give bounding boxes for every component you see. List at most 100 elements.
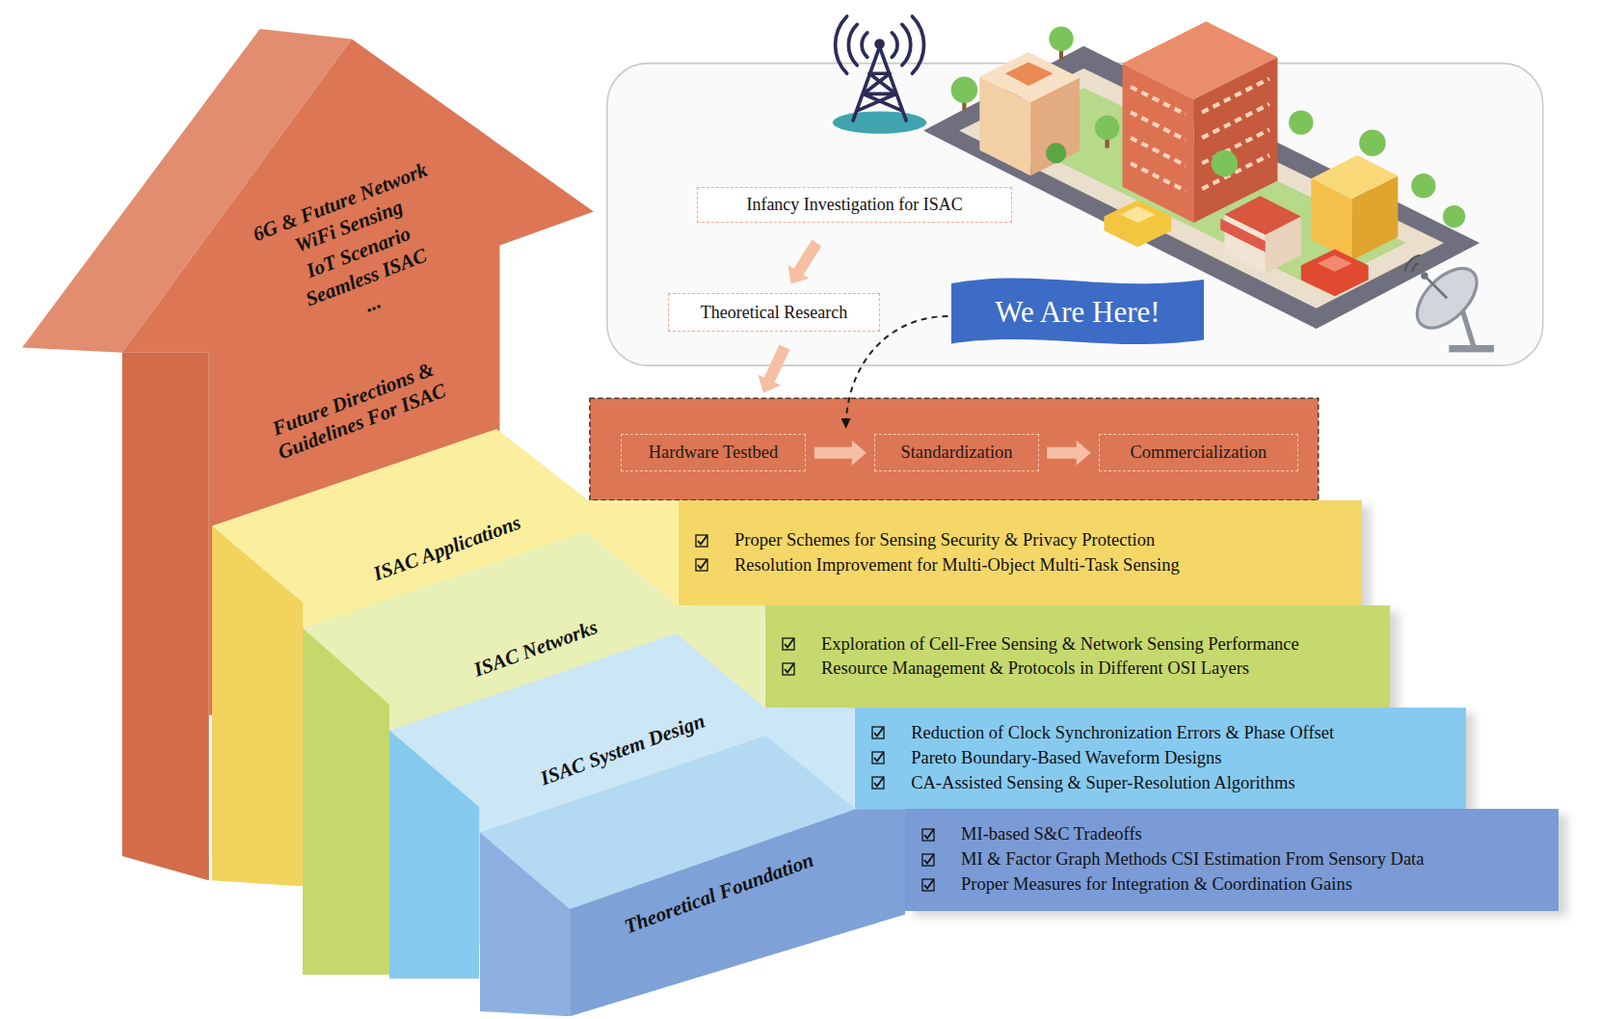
panel-item: CA-Assisted Sensing & Super-Resolution A… [910, 773, 1295, 794]
banner-fill [951, 277, 1205, 344]
tree [1288, 109, 1313, 134]
checkbox-frame [782, 663, 795, 675]
building-roof [1122, 21, 1279, 99]
checklist-row: Proper Schemes for Sensing Security & Pr… [694, 528, 1341, 554]
checkbox-frame [695, 534, 708, 547]
panel-item: MI & Factor Graph Methods CSI Estimation… [960, 849, 1424, 870]
checkbox-tick [874, 727, 884, 737]
tree [1411, 173, 1436, 198]
banner-label: We Are Here! [994, 294, 1160, 330]
block-arrow [1046, 440, 1092, 466]
here-banner: We Are Here! [951, 273, 1205, 351]
checklist-row: Resolution Improvement for Multi-Object … [694, 552, 1341, 578]
checklist-panel: MI-based S&C Tradeoffs MI & Factor Graph … [905, 808, 1559, 911]
block-arrow [788, 240, 823, 285]
tree [1094, 115, 1120, 140]
dish-base [1448, 345, 1494, 352]
stage-box: Infancy Investigation for ISAC [696, 186, 1013, 223]
checkbox-icon [694, 533, 709, 548]
checkbox-icon [871, 775, 885, 790]
checklist-row: MI & Factor Graph Methods CSI Estimation… [921, 847, 1538, 873]
checkbox-tick [874, 777, 884, 787]
checkbox-icon [871, 750, 885, 765]
checkbox-icon [781, 637, 796, 651]
checklist-row: CA-Assisted Sensing & Super-Resolution A… [871, 770, 1445, 796]
checklist-panel: Reduction of Clock Synchronization Error… [854, 707, 1467, 809]
car-roof [1317, 255, 1353, 272]
shape-face [480, 831, 570, 1016]
stage-box: Hardware Testbed [620, 433, 807, 472]
building-roof [1310, 155, 1398, 200]
car-roof [1120, 206, 1155, 223]
red-car [1301, 248, 1369, 296]
trees [951, 26, 1467, 229]
tree [951, 76, 979, 104]
roof-detail [1005, 62, 1054, 86]
checkbox-frame [872, 776, 884, 789]
checkbox-tick [784, 639, 795, 648]
base-station-tower [832, 16, 927, 134]
checkbox-tick [924, 853, 934, 863]
checklist-row: Proper Measures for Integration & Coordi… [921, 872, 1538, 898]
tower-top [874, 38, 885, 50]
checklist-panel: Proper Schemes for Sensing Security & Pr… [678, 500, 1362, 606]
dashed-pointer [846, 316, 949, 428]
checkbox-tick [874, 752, 884, 762]
block-arrow [758, 345, 791, 394]
shop-awning [1220, 218, 1266, 253]
stage-box: Theoretical Research [667, 293, 880, 332]
box-label: Hardware Testbed [648, 442, 779, 463]
checklist-row: Reduction of Clock Synchronization Error… [871, 720, 1445, 746]
panel-item: MI-based S&C Tradeoffs [960, 824, 1143, 845]
shape-face [569, 808, 906, 1016]
dish-feed-head [1420, 271, 1428, 279]
block-arrow [814, 440, 867, 466]
shape-face [122, 351, 210, 880]
checkbox-icon [921, 853, 935, 867]
shape-face [389, 729, 480, 978]
stage-box: Standardization [874, 433, 1039, 472]
tower-lattice [853, 47, 907, 121]
box-label: Standardization [900, 442, 1013, 463]
dish-waves [1405, 255, 1421, 272]
radio-waves [835, 16, 925, 74]
panel-item: Resolution Improvement for Multi-Object … [734, 555, 1180, 576]
checklist-row: Exploration of Cell-Free Sensing & Netwo… [781, 631, 1369, 657]
tower-base [832, 110, 927, 134]
checkbox-tick [924, 879, 934, 888]
dish-bowl [1406, 257, 1488, 339]
checkbox-icon [781, 662, 796, 676]
checkbox-icon [871, 725, 885, 740]
checkbox-icon [694, 558, 709, 572]
stage-box: Commercialization [1098, 433, 1298, 472]
building-roof [979, 52, 1080, 103]
checkbox-icon [921, 878, 935, 892]
dish-feed [1426, 277, 1447, 298]
tree [1211, 150, 1239, 178]
checkbox-frame [695, 559, 708, 571]
checklist-row: Resource Management & Protocols in Diffe… [781, 656, 1369, 682]
checkbox-frame [872, 726, 884, 739]
panel-item: Pareto Boundary-Based Waveform Designs [910, 747, 1222, 769]
checkbox-tick [924, 828, 934, 838]
checklist-panel: Exploration of Cell-Free Sensing & Netwo… [765, 605, 1390, 708]
satellite-dish [1405, 255, 1494, 353]
panel-item: Reduction of Clock Synchronization Error… [910, 722, 1334, 744]
checklist-row: Pareto Boundary-Based Waveform Designs [871, 745, 1445, 771]
checkbox-tick [784, 663, 795, 672]
checkbox-frame [922, 879, 934, 891]
panel-item: Proper Schemes for Sensing Security & Pr… [734, 530, 1155, 551]
checkbox-frame [922, 853, 934, 866]
tree [1442, 205, 1466, 228]
shape-face [212, 525, 303, 886]
yellow-car [1103, 200, 1172, 248]
box-label: Theoretical Research [700, 302, 848, 323]
checkbox-frame [872, 751, 884, 764]
tree [1359, 130, 1387, 158]
checklist-row: MI-based S&C Tradeoffs [921, 822, 1538, 848]
checkbox-frame [782, 638, 795, 650]
checkbox-tick [697, 534, 708, 544]
tree [1048, 26, 1073, 52]
panel-item: Exploration of Cell-Free Sensing & Netwo… [821, 634, 1300, 655]
